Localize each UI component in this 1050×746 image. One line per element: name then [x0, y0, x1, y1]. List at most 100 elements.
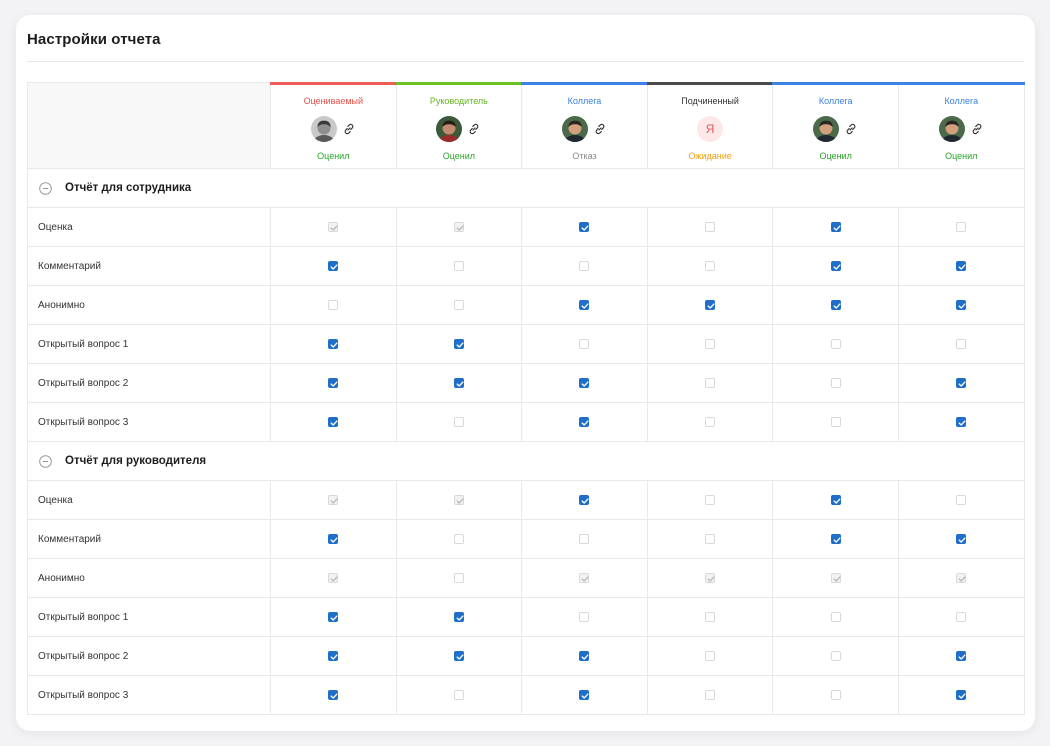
permission-checkbox[interactable]	[830, 650, 841, 661]
permission-checkbox[interactable]	[830, 494, 841, 505]
permission-checkbox[interactable]	[705, 260, 716, 271]
permission-cell	[646, 558, 774, 598]
permission-checkbox[interactable]	[579, 377, 590, 388]
permission-checkbox[interactable]	[830, 299, 841, 310]
permission-checkbox[interactable]	[328, 689, 339, 700]
permission-checkbox[interactable]	[705, 533, 716, 544]
permission-cell	[646, 285, 774, 325]
permission-checkbox[interactable]	[705, 689, 716, 700]
permission-checkbox[interactable]	[453, 377, 464, 388]
table-row: Открытый вопрос 2	[27, 363, 1025, 403]
permission-checkbox[interactable]	[956, 533, 967, 544]
permission-checkbox[interactable]	[328, 533, 339, 544]
permission-cell	[270, 519, 397, 559]
link-icon[interactable]	[342, 122, 356, 136]
permission-checkbox[interactable]	[579, 611, 590, 622]
participant-status: Оценил	[945, 151, 978, 161]
permission-checkbox[interactable]	[579, 650, 590, 661]
avatar[interactable]	[813, 116, 840, 142]
permission-cell	[646, 597, 774, 637]
permission-checkbox[interactable]	[328, 338, 339, 349]
collapse-icon[interactable]	[39, 181, 52, 195]
permission-checkbox[interactable]	[328, 611, 339, 622]
permission-checkbox	[453, 221, 464, 232]
participant-avatar-row	[271, 115, 396, 143]
link-icon[interactable]	[844, 122, 858, 136]
permission-checkbox[interactable]	[705, 611, 716, 622]
permission-checkbox[interactable]	[579, 299, 590, 310]
permission-cell	[646, 246, 774, 286]
permission-checkbox[interactable]	[579, 689, 590, 700]
permission-checkbox[interactable]	[956, 416, 967, 427]
permission-cell	[897, 324, 1025, 364]
permission-checkbox[interactable]	[956, 338, 967, 349]
permission-checkbox[interactable]	[328, 650, 339, 661]
permission-checkbox[interactable]	[579, 533, 590, 544]
permission-cell	[270, 207, 397, 247]
permission-checkbox[interactable]	[453, 650, 464, 661]
permission-checkbox[interactable]	[328, 299, 339, 310]
permission-checkbox[interactable]	[956, 650, 967, 661]
permission-checkbox[interactable]	[956, 260, 967, 271]
permission-checkbox[interactable]	[830, 260, 841, 271]
title-divider	[27, 61, 1024, 62]
permission-checkbox[interactable]	[328, 377, 339, 388]
permission-checkbox[interactable]	[956, 494, 967, 505]
permission-checkbox[interactable]	[956, 377, 967, 388]
permission-checkbox[interactable]	[956, 221, 967, 232]
permission-checkbox[interactable]	[705, 377, 716, 388]
permission-checkbox[interactable]	[453, 416, 464, 427]
permission-cell	[521, 285, 648, 325]
link-icon[interactable]	[467, 122, 481, 136]
permission-checkbox[interactable]	[830, 377, 841, 388]
permission-checkbox[interactable]	[705, 338, 716, 349]
permission-cell	[395, 246, 523, 286]
permission-checkbox[interactable]	[830, 416, 841, 427]
permission-checkbox[interactable]	[830, 221, 841, 232]
permission-checkbox[interactable]	[579, 338, 590, 349]
row-label: Анонимно	[27, 285, 271, 325]
permission-checkbox[interactable]	[579, 221, 590, 232]
permission-checkbox[interactable]	[830, 338, 841, 349]
permission-checkbox[interactable]	[705, 299, 716, 310]
permission-checkbox[interactable]	[453, 299, 464, 310]
permission-cell	[646, 480, 774, 520]
role-color-bar	[521, 82, 648, 85]
permission-checkbox[interactable]	[453, 611, 464, 622]
permission-checkbox[interactable]	[956, 299, 967, 310]
permission-checkbox[interactable]	[705, 221, 716, 232]
permission-checkbox[interactable]	[328, 260, 339, 271]
participant-role: Подчиненный	[681, 96, 739, 106]
permission-checkbox[interactable]	[579, 260, 590, 271]
permission-checkbox[interactable]	[453, 572, 464, 583]
permission-checkbox[interactable]	[453, 533, 464, 544]
link-icon[interactable]	[970, 122, 984, 136]
avatar[interactable]	[310, 116, 337, 142]
permission-checkbox[interactable]	[453, 689, 464, 700]
permission-checkbox[interactable]	[453, 338, 464, 349]
permission-cell	[395, 285, 523, 325]
permission-cell	[270, 597, 397, 637]
avatar[interactable]	[561, 116, 588, 142]
permission-checkbox[interactable]	[328, 416, 339, 427]
permission-checkbox[interactable]	[830, 689, 841, 700]
row-label: Открытый вопрос 2	[27, 363, 271, 403]
permission-checkbox[interactable]	[705, 650, 716, 661]
avatar[interactable]	[436, 116, 463, 142]
permission-checkbox[interactable]	[705, 494, 716, 505]
permission-checkbox[interactable]	[956, 611, 967, 622]
permission-checkbox[interactable]	[956, 689, 967, 700]
permission-cell	[395, 480, 523, 520]
permission-checkbox[interactable]	[830, 611, 841, 622]
permission-checkbox[interactable]	[705, 416, 716, 427]
link-icon[interactable]	[593, 122, 607, 136]
collapse-icon[interactable]	[39, 454, 52, 468]
permission-checkbox[interactable]	[579, 494, 590, 505]
permission-checkbox[interactable]	[453, 260, 464, 271]
permission-checkbox[interactable]	[579, 416, 590, 427]
permission-checkbox[interactable]	[830, 533, 841, 544]
permission-cell	[897, 363, 1025, 403]
avatar[interactable]	[938, 116, 965, 142]
avatar[interactable]: Я	[697, 116, 724, 142]
